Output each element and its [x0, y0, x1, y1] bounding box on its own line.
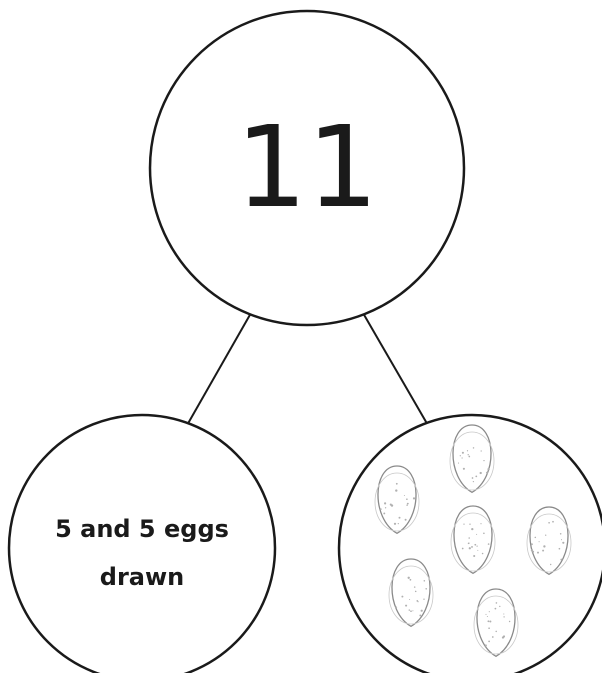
egg-icon: [374, 465, 420, 535]
whole-circle: 11: [148, 9, 466, 327]
egg-icon: [449, 424, 495, 494]
part-circle-right: [337, 413, 602, 673]
egg-group: [374, 424, 572, 658]
branch-line-right: [362, 312, 430, 428]
part-label-line-1: 5 and 5 eggs: [55, 515, 229, 543]
egg-icon: [473, 588, 519, 658]
part-circle-left: 5 and 5 eggs drawn: [7, 413, 277, 673]
egg-icon: [450, 505, 496, 575]
part-label-line-2: drawn: [100, 563, 184, 591]
egg-icon: [388, 558, 434, 628]
branch-line-left: [185, 312, 252, 428]
egg-icon: [526, 506, 572, 576]
whole-value: 11: [236, 103, 379, 233]
